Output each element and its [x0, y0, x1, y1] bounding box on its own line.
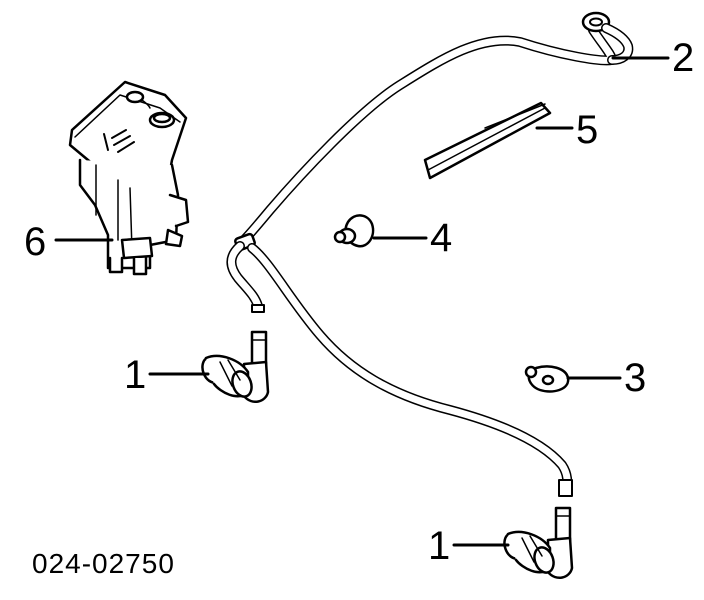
callout-1-right: 1 [428, 524, 451, 568]
washer-nozzle-right [503, 506, 574, 580]
callout-6: 6 [24, 220, 47, 264]
callout-2: 2 [672, 36, 695, 80]
leader-lines [54, 56, 670, 547]
wiper-blade-insert [423, 101, 552, 180]
callout-3: 3 [624, 356, 647, 400]
washer-hose [226, 11, 634, 497]
callout-4: 4 [430, 216, 453, 260]
grommet [333, 214, 375, 248]
callout-1-left: 1 [124, 353, 147, 397]
callout-5: 5 [576, 108, 599, 152]
check-valve [524, 365, 570, 393]
reference-number: 024-02750 [32, 548, 175, 579]
washer-reservoir [68, 80, 190, 276]
washer-nozzle-left [201, 330, 270, 404]
